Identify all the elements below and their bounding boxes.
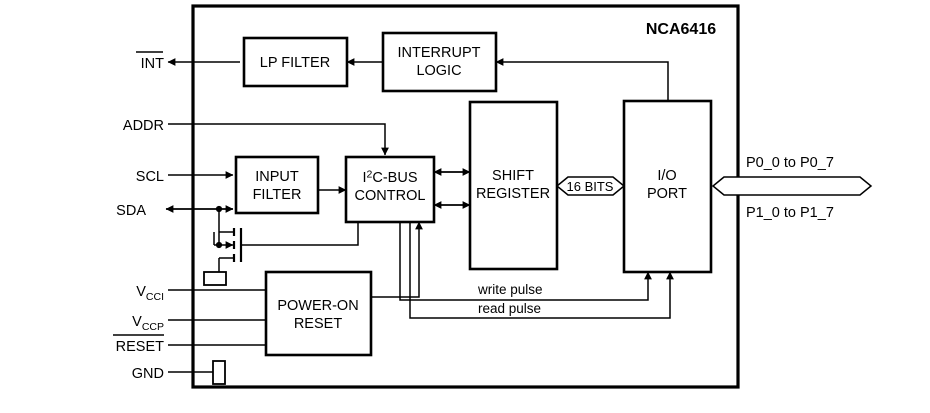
block-input-filter-label-line1: INPUT [255, 169, 299, 185]
block-power-on-reset-box [264, 270, 373, 357]
block-lp-filter-label: LP FILTER [260, 55, 330, 71]
block-interrupt-logic[interactable]: INTERRUPT LOGIC [381, 31, 498, 93]
wire-addr [168, 123, 389, 156]
pin-vcci-main: V [136, 284, 146, 300]
block-input-filter-box [234, 155, 320, 215]
block-lp-filter[interactable]: LP FILTER [242, 36, 349, 88]
pin-int-label: INT [141, 56, 165, 72]
block-i2c-bus-control[interactable]: I2C-BUS CONTROL [344, 155, 436, 224]
wire-por-to-i2c [371, 221, 423, 298]
signal-label-read-pulse: read pulse [478, 301, 541, 316]
pin-reset: RESET [113, 334, 164, 355]
wire-write-pulse [399, 222, 652, 301]
pin-addr-label: ADDR [123, 118, 164, 134]
pin-int: INT [136, 51, 165, 72]
pad-gnd [212, 360, 226, 385]
pin-scl-label: SCL [136, 169, 164, 185]
block-interrupt-logic-label-line1: INTERRUPT [398, 45, 481, 61]
junction-dot-sda [215, 205, 223, 213]
chip-title: NCA6416 [646, 21, 716, 38]
pin-vcci-label: VCCI [136, 284, 164, 303]
block-input-filter-label-line2: FILTER [253, 187, 302, 203]
pin-reset-label: RESET [116, 339, 164, 355]
junction-dot-gate [215, 241, 223, 249]
block-i2c-bus-control-label-line2: CONTROL [355, 188, 426, 204]
block-power-on-reset[interactable]: POWER-ON RESET [264, 270, 373, 357]
block-shift-register[interactable]: SHIFT REGISTER [468, 100, 559, 271]
block-shift-register-label-line2: REGISTER [476, 186, 550, 202]
pad-sda-source [203, 271, 227, 286]
block-power-on-reset-label-line1: POWER-ON [277, 298, 358, 314]
bus-16-bits-label: 16 BITS [567, 179, 614, 194]
block-input-filter[interactable]: INPUT FILTER [234, 155, 320, 215]
block-lp-filter-box [242, 36, 349, 88]
signal-label-write-pulse: write pulse [477, 282, 543, 297]
pin-vccp-main: V [132, 314, 142, 330]
block-shift-register-label-line1: SHIFT [492, 168, 534, 184]
bus-label-port0: P0_0 to P0_7 [746, 155, 834, 171]
bus-port-io [711, 176, 873, 196]
pin-vccp-subscript: CCP [142, 321, 164, 333]
block-i2c-bus-control-box [344, 155, 436, 224]
block-io-port-label-line2: PORT [647, 186, 687, 202]
chip-boundary [191, 4, 740, 389]
bus-label-port1: P1_0 to P1_7 [746, 205, 834, 221]
bus-16-bits: 16 BITS [555, 176, 626, 196]
block-io-port[interactable]: I/O PORT [622, 99, 713, 274]
block-io-port-label-line1: I/O [657, 168, 676, 184]
block-i2c-bus-control-label-line1: I2C-BUS [363, 169, 418, 187]
block-power-on-reset-label-line2: RESET [294, 316, 342, 332]
i2c-label-cbus: C-BUS [372, 170, 417, 186]
wire-ioport-to-interrupt [495, 58, 669, 101]
pin-vcci-subscript: CCI [146, 291, 164, 303]
wire-mosfet-to-i2c [241, 222, 359, 246]
wire-read-pulse [409, 222, 674, 319]
i2c-label-superscript-2: 2 [367, 169, 373, 181]
pin-vccp-label: VCCP [132, 314, 164, 333]
block-interrupt-logic-label-line2: LOGIC [416, 63, 461, 79]
i2c-label-i: I [363, 170, 367, 186]
pin-sda-label: SDA [116, 203, 146, 219]
block-interrupt-logic-box [381, 31, 498, 93]
bus-port-io-shape [711, 176, 873, 196]
block-shift-register-box [468, 100, 559, 271]
pin-gnd-label: GND [132, 366, 164, 382]
bus-16-bits-shape [555, 176, 626, 196]
block-io-port-box [622, 99, 713, 274]
